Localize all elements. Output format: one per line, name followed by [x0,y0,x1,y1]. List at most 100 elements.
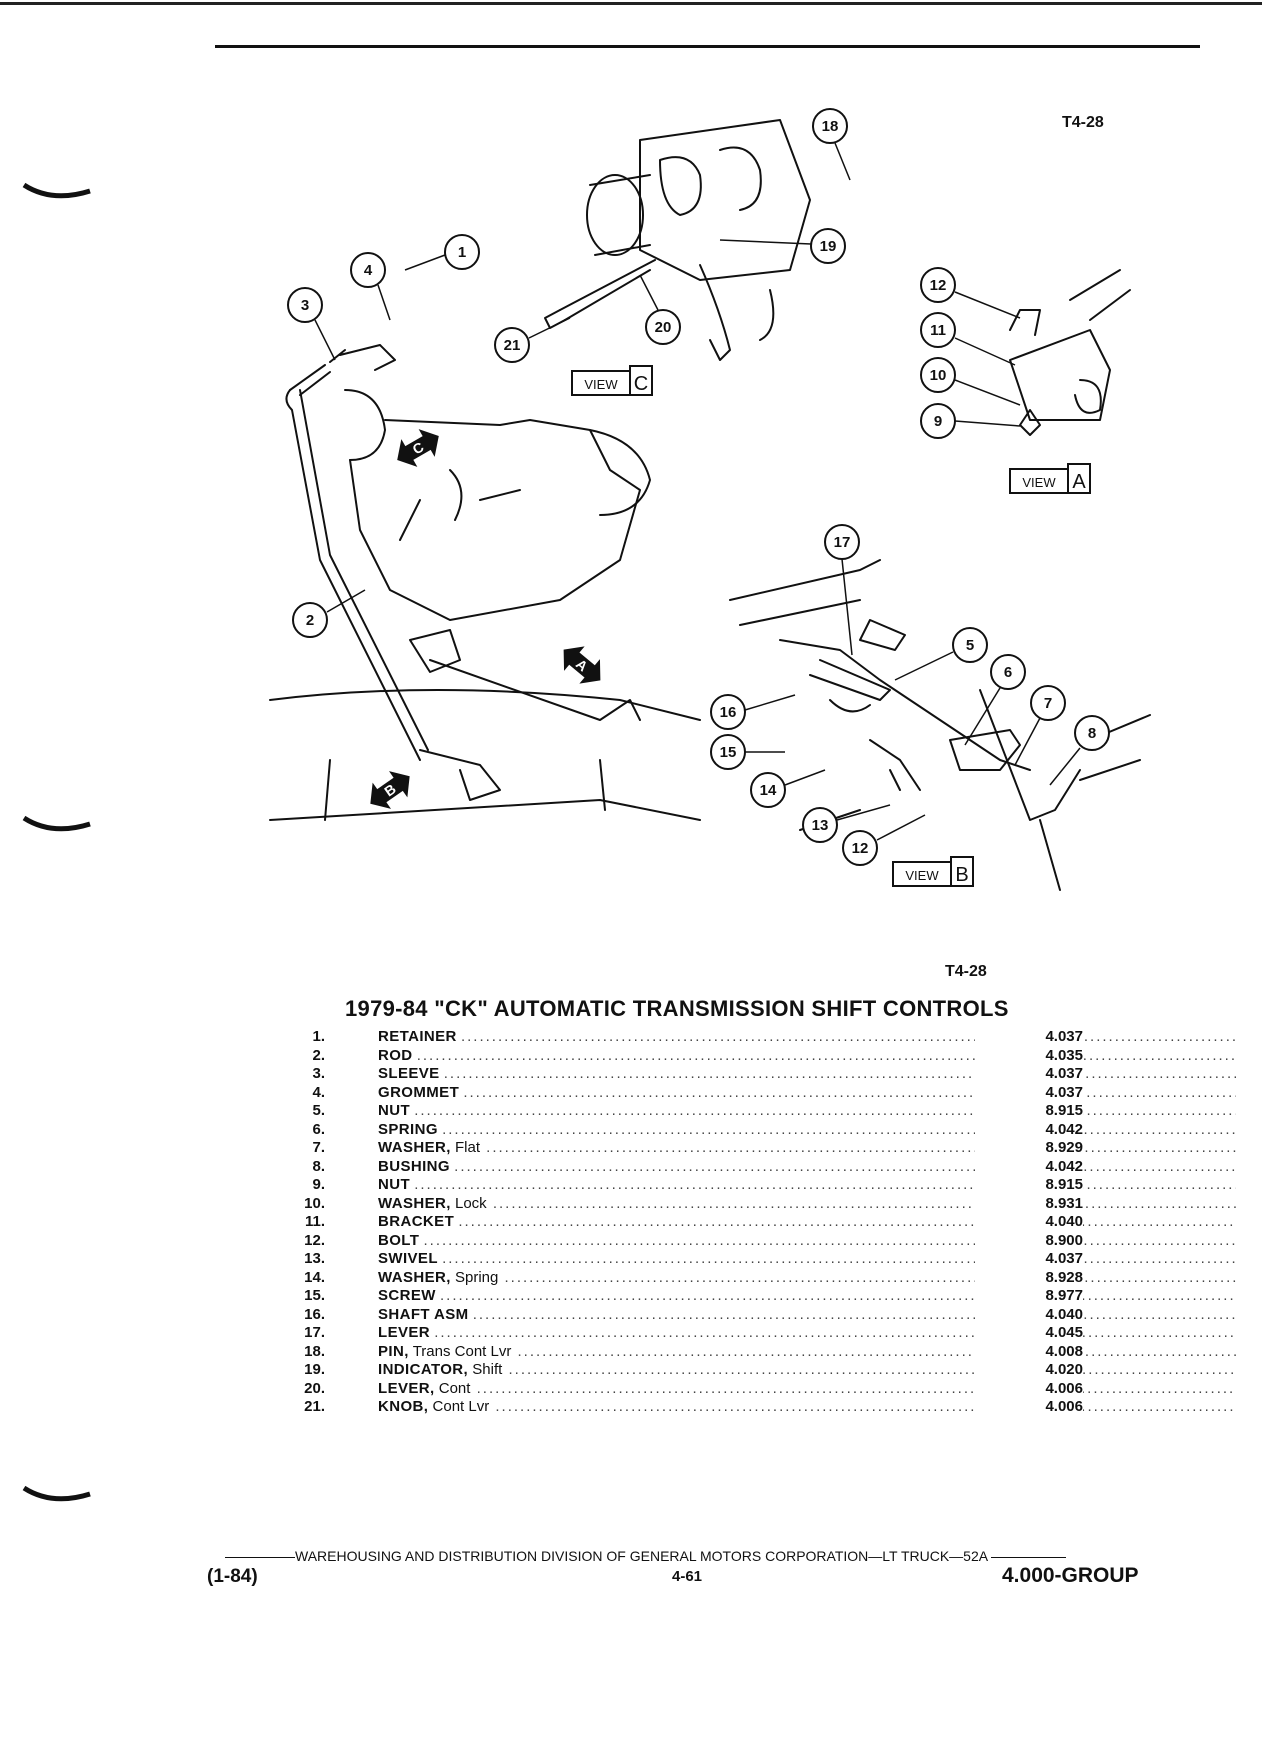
part-name: SWIVEL [378,1250,438,1267]
svg-text:11: 11 [930,322,946,339]
part-number: 10. [304,1194,325,1212]
part-number: 1. [312,1028,325,1045]
dot-leader: ........................................… [442,1120,1236,1138]
dot-leader: ........................................… [434,1324,1236,1341]
shift-linkage-detail [729,559,1151,891]
group-code: 4.040 [975,1305,1083,1324]
callout-8: 8 [1049,715,1110,786]
group-code: 4.037 [975,1028,1083,1046]
part-name: WASHER, [378,1268,451,1286]
svg-text:18: 18 [822,118,839,135]
part-description: KNOB, Cont Lvr .........................… [378,1398,1236,1416]
group-code: 8.931 [975,1194,1083,1213]
part-number: 7. [312,1139,325,1156]
group-code: 8.928 [975,1268,1083,1287]
group-code: 4.006 [975,1379,1083,1398]
part-number: 3. [312,1065,325,1082]
dot-leader: ........................................… [458,1213,1236,1230]
binder-mark [22,1485,91,1502]
part-name: BOLT [378,1231,420,1249]
dot-leader: ........................................… [440,1287,1236,1304]
callout-10: 10 [920,357,1021,406]
part-qualifier: Lock [454,1194,487,1212]
part-qualifier: Shift [472,1361,503,1378]
dot-leader: ........................................… [495,1398,1236,1415]
svg-text:17: 17 [834,534,851,551]
view-b-arrow: B [370,771,410,809]
callout-11: 11 [920,312,1016,366]
part-number: 13. [304,1250,325,1267]
callout-7: 7 [1014,685,1066,766]
part-description: GROMMET ................................… [378,1084,1236,1102]
part-name: INDICATOR, [378,1361,469,1378]
parts-list-row: 18.PIN, Trans Cont Lvr .................… [270,1342,1236,1362]
dot-leader: ........................................… [504,1268,1237,1286]
part-qualifier: Flat [454,1139,480,1156]
svg-text:VIEW: VIEW [584,377,618,392]
part-description: LEVER, Cont ............................… [378,1380,1236,1398]
part-number: 20. [304,1379,325,1397]
part-description: PIN, Trans Cont Lvr ....................… [378,1343,1236,1361]
group-code: 4.020 [975,1361,1083,1379]
dot-leader: ........................................… [460,1028,1236,1045]
svg-text:12: 12 [852,840,869,857]
callout-4: 4 [350,252,391,321]
footer-rule-right [991,1556,1067,1558]
svg-text:15: 15 [720,744,737,761]
callout-15: 15 [710,734,785,770]
view-b-label: VIEW B [892,856,974,887]
parts-list: 1. RETAINER .............................… [270,1028,1236,1417]
part-name: WASHER, [378,1139,451,1156]
parts-list-row: 13.SWIVEL ..............................… [270,1250,1236,1269]
group-code: 8.977 [975,1287,1083,1305]
part-number: 11. [304,1213,325,1230]
part-description: INDICATOR, Shift .......................… [378,1361,1236,1379]
svg-text:19: 19 [820,238,837,255]
part-description: RETAINER ...............................… [378,1028,1236,1046]
view-c-label: VIEW C [571,365,653,396]
group-code: 4.037 [975,1083,1083,1102]
callout-13: 13 [802,804,891,843]
svg-text:16: 16 [720,704,737,721]
parts-list-row: 3.SLEEVE ...............................… [270,1065,1236,1084]
page-title: 1979-84 "CK" AUTOMATIC TRANSMISSION SHIF… [345,996,1009,1021]
svg-text:7: 7 [1044,695,1052,712]
part-qualifier: Cont Lvr [432,1398,490,1415]
part-name: SCREW [378,1287,436,1304]
callout-6: 6 [964,654,1026,746]
svg-text:3: 3 [301,297,309,314]
part-description: NUT ....................................… [378,1176,1236,1194]
parts-list-row: 5.NUT ..................................… [270,1102,1236,1121]
dot-leader: ........................................… [423,1231,1236,1249]
parts-list-row: 6.SPRING ...............................… [270,1120,1236,1140]
part-name: GROMMET [378,1083,460,1101]
part-number: 6. [312,1120,325,1138]
part-number: 21. [304,1398,325,1415]
group-code: 8.915 [975,1176,1083,1194]
callout-12: 12 [920,267,1021,319]
part-name: NUT [378,1102,411,1119]
footer-rule-left [225,1556,295,1558]
svg-text:VIEW: VIEW [905,868,939,883]
part-name: PIN, [378,1342,409,1360]
svg-text:13: 13 [812,817,829,834]
svg-text:2: 2 [306,612,314,629]
part-description: SHAFT ASM ..............................… [378,1306,1236,1324]
svg-text:12: 12 [930,277,947,294]
part-number: 15. [304,1287,325,1304]
svg-text:1: 1 [458,244,466,261]
callout-2: 2 [292,589,366,638]
part-qualifier: Trans Cont Lvr [412,1342,512,1360]
parts-list-row: 11.BRACKET .............................… [270,1213,1236,1232]
callout-19: 19 [719,228,846,264]
dot-leader: ........................................… [492,1194,1236,1212]
view-c-arrow: C [397,429,439,467]
parts-list-row: 2.ROD ..................................… [270,1046,1236,1066]
parts-list-row: 21. KNOB, Cont Lvr ......................… [270,1398,1236,1417]
callout-21: 21 [494,317,571,363]
part-qualifier: Spring [454,1268,499,1286]
dot-leader: ........................................… [486,1139,1236,1156]
svg-text:4: 4 [364,262,373,279]
part-description: ROD ....................................… [378,1047,1236,1065]
svg-text:A: A [1072,471,1086,493]
